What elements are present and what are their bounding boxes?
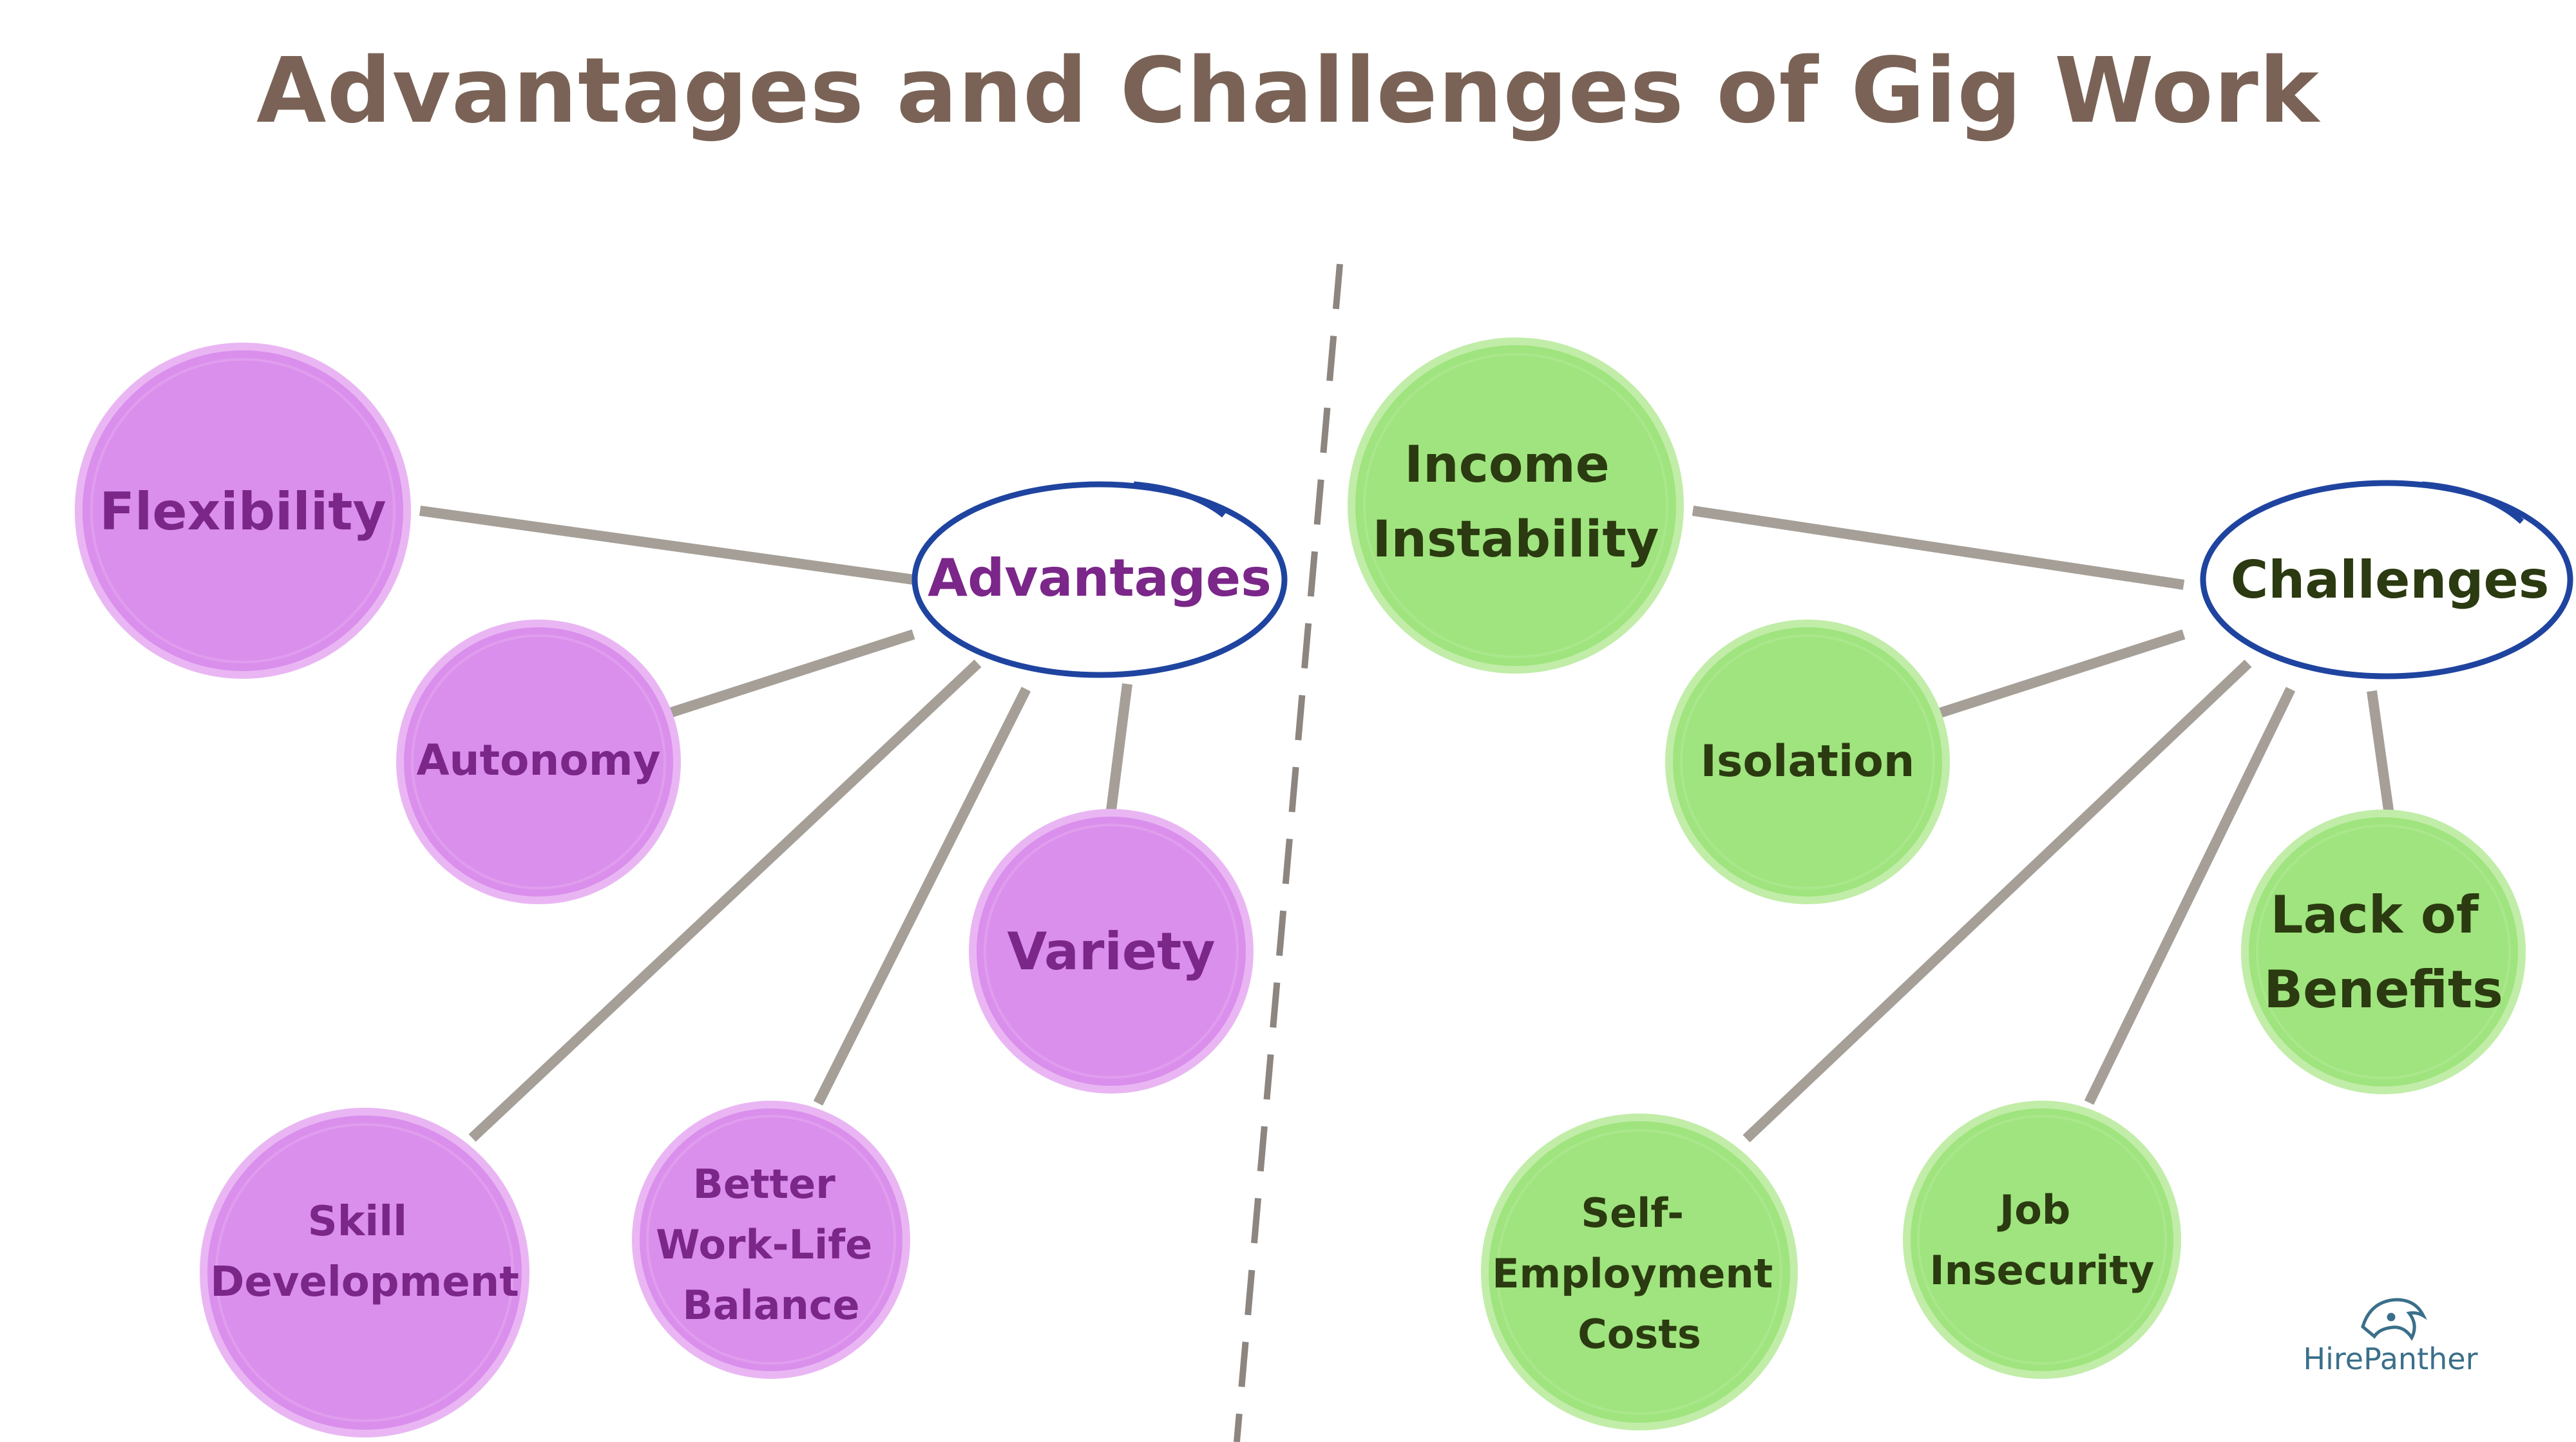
connector-self-employment-costs [1742,659,2252,1143]
connector-job-insecurity [2084,687,2296,1105]
node-self-employment-costs-line-2: Employment [1492,1250,1773,1297]
advantages-hub-label: Advantages [928,548,1272,608]
svg-text:Flexibility: Flexibility [99,482,386,542]
node-skill-development-line-2: Development [210,1258,519,1306]
challenges-hub: Challenges [2200,480,2573,679]
logo-text: HirePanther [2304,1342,2478,1376]
panther-icon [2361,1298,2427,1341]
node-self-employment-costs-line-3: Costs [1578,1311,1701,1358]
connector-autonomy [660,629,915,721]
connector-skill-development [468,659,982,1142]
node-isolation: Isolation [1665,620,1950,904]
node-lack-of-benefits-line-1: Lack of [2270,885,2479,945]
connector-isolation [1932,629,2186,720]
svg-text:Better Work-Life B: Better Work-Life Balance [656,1161,886,1329]
connector-work-life-balance [813,687,1031,1106]
connector-lack-of-benefits [2367,690,2395,821]
svg-text:Isolation: Isolation [1701,736,1915,787]
node-isolation-line: Isolation [1701,736,1915,787]
advantage-connectors [419,506,1132,1142]
challenge-connectors [1692,506,2395,1143]
node-income-instability-line-2: Instability [1372,511,1659,569]
node-income-instability: Income Instability [1348,337,1684,674]
svg-text:Variety: Variety [1007,922,1215,982]
node-variety: Variety [969,809,1254,1094]
advantages-hub: Advantages [911,481,1288,678]
node-skill-development: Skill Development [200,1108,530,1437]
connector-flexibility [419,506,915,585]
challenges-hub-label: Challenges [2231,550,2550,610]
svg-text:Income Instability: Income Instability [1372,436,1659,569]
node-work-life-balance: Better Work-Life Balance [632,1101,910,1379]
node-autonomy-line: Autonomy [416,735,660,785]
logo: HirePanther [2304,1298,2478,1376]
connector-variety [1106,683,1132,811]
svg-text:Lack of Benefits: Lack of Benefits [2264,885,2503,1020]
svg-text:Autonomy: Autonomy [416,735,660,785]
node-job-insecurity: Job Insecurity [1903,1101,2181,1379]
svg-text:Self- Employment C: Self- Employment Costs [1492,1190,1787,1358]
node-work-life-balance-line-2: Work-Life [656,1221,872,1268]
node-lack-of-benefits: Lack of Benefits [2241,810,2526,1094]
node-work-life-balance-line-1: Better [693,1161,836,1208]
center-divider [1234,263,1343,1442]
node-job-insecurity-line-1: Job [1997,1186,2070,1233]
page-title: Advantages and Challenges of Gig Work [256,39,2320,144]
node-lack-of-benefits-line-2: Benefits [2264,960,2503,1020]
svg-text:Skill Development: Skill Development [210,1198,519,1306]
node-flexibility-line: Flexibility [99,482,386,542]
node-autonomy: Autonomy [396,620,681,904]
node-income-instability-line-1: Income [1404,436,1610,494]
node-variety-line: Variety [1007,922,1215,982]
node-flexibility: Flexibility [75,343,411,679]
connector-income-instability [1692,506,2185,590]
node-skill-development-line-1: Skill [308,1198,407,1246]
node-work-life-balance-line-3: Balance [682,1282,859,1329]
svg-text:Job Insecurity: Job Insecurity [1930,1186,2155,1294]
node-job-insecurity-line-2: Insecurity [1930,1247,2155,1294]
node-self-employment-costs-line-1: Self- [1581,1190,1684,1237]
node-self-employment-costs: Self- Employment Costs [1481,1114,1798,1430]
